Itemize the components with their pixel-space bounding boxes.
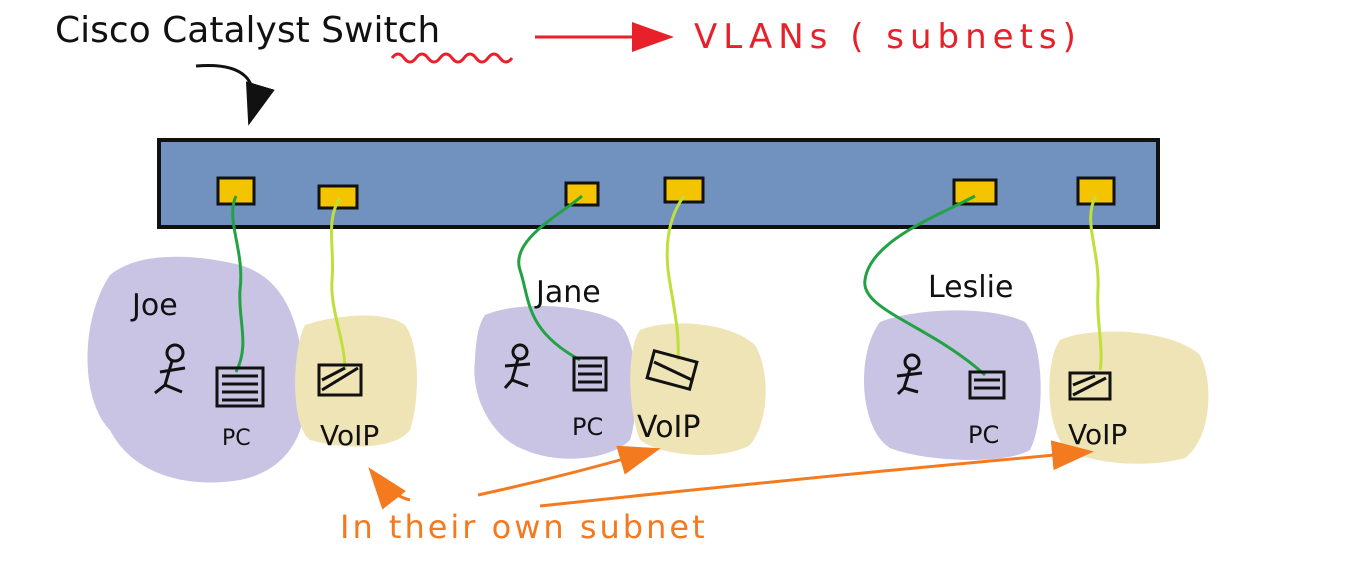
switch-port (317, 184, 359, 210)
pc-subnet-cloud (863, 310, 1041, 460)
title-arrow (195, 63, 275, 126)
pc-cable (231, 195, 245, 373)
switch-title: Cisco Catalyst Switch (55, 10, 440, 51)
pc-cable (517, 194, 583, 362)
voip-cable (330, 197, 347, 371)
voip-label: VoIP (637, 410, 701, 445)
voip-cable (1089, 195, 1103, 371)
voip-phone-icon (1068, 371, 1112, 401)
person-icon (896, 353, 923, 396)
switch-port (952, 178, 998, 206)
pc-icon (968, 370, 1006, 400)
voip-phone-icon (317, 363, 363, 397)
annotation-arrow (477, 445, 661, 497)
user-name: Leslie (928, 270, 1013, 305)
person-icon (154, 343, 186, 395)
pc-icon (215, 366, 265, 408)
vlans-label: VLANs ( subnets) (694, 17, 1082, 57)
annotation-arrow (368, 467, 411, 510)
voip-cable (665, 195, 686, 361)
pc-subnet-cloud (87, 256, 306, 483)
switch-port (1076, 176, 1116, 206)
pc-label: PC (222, 426, 251, 451)
annotation-label: In their own subnet (340, 508, 708, 546)
squiggle-underline (390, 52, 514, 64)
user-name: Jane (534, 275, 601, 310)
pc-label: PC (968, 421, 999, 449)
annotation-arrow (539, 440, 1094, 508)
switch-port (564, 181, 600, 207)
pc-label: PC (572, 413, 603, 441)
voip-phone-icon (645, 348, 699, 392)
pc-icon (572, 356, 608, 392)
switch-port (663, 176, 705, 204)
user-name: Joe (130, 288, 178, 323)
voip-label: VoIP (320, 419, 379, 452)
voip-subnet-cloud (630, 323, 766, 456)
voip-label: VoIP (1068, 418, 1127, 451)
voip-subnet-cloud (1049, 331, 1209, 464)
person-icon (503, 343, 531, 389)
pc-cable (863, 194, 987, 377)
switch-body (157, 138, 1160, 229)
switch-port (216, 176, 256, 206)
voip-subnet-cloud (295, 315, 417, 447)
pc-subnet-cloud (474, 305, 637, 459)
